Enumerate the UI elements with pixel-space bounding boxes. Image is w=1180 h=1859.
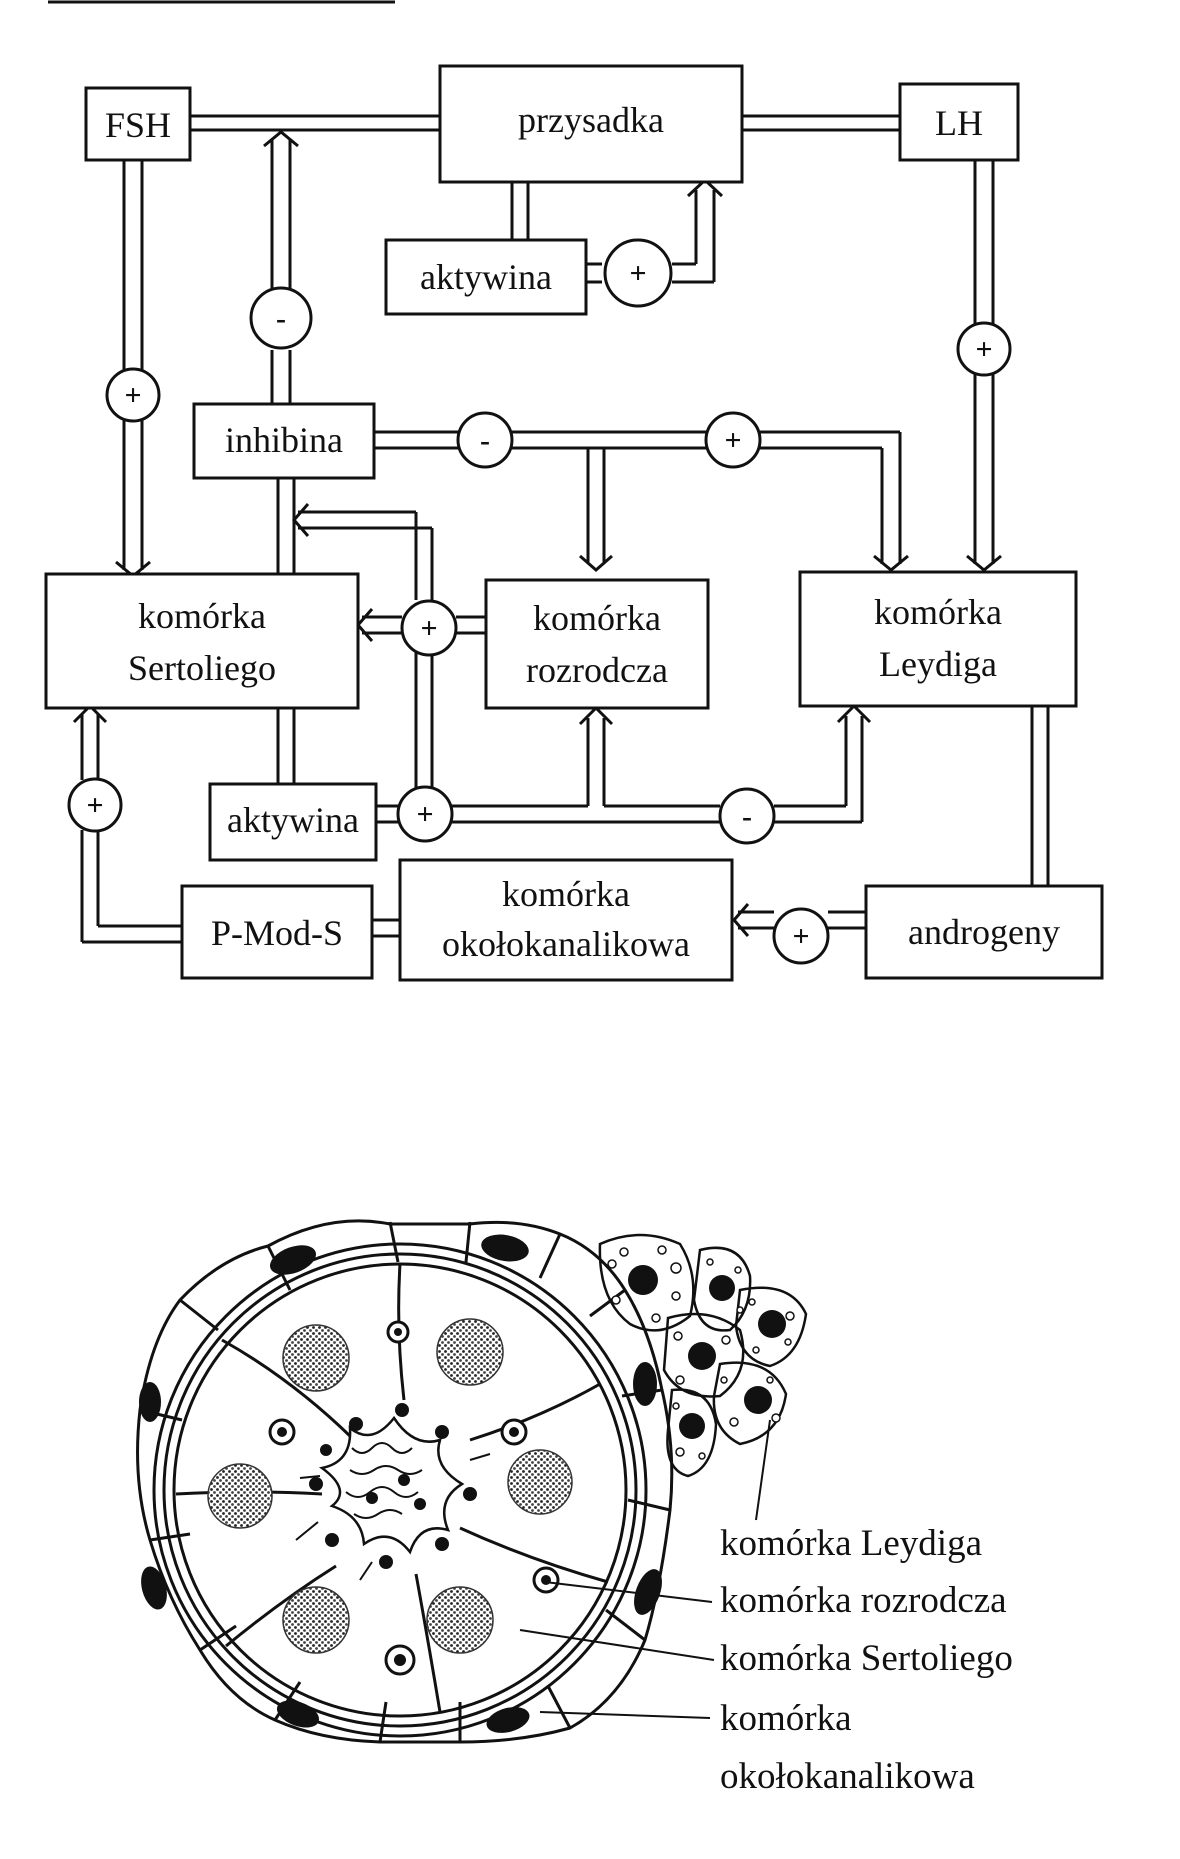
box-aktywina-top-label: aktywina: [420, 257, 552, 297]
leydig-cluster: [598, 1233, 808, 1478]
box-aktywina-bottom: aktywina: [208, 782, 378, 862]
sign-text: +: [792, 920, 809, 953]
box-lh-label: LH: [935, 103, 983, 143]
box-fsh: FSH: [84, 86, 192, 162]
connections: [72, 114, 1050, 944]
sign-text: -: [480, 424, 490, 457]
legend-pointers: [519, 1419, 771, 1719]
box-pmods-label: P-Mod-S: [211, 913, 343, 953]
box-rozrodcza-label-2: rozrodcza: [526, 650, 668, 690]
box-leydig: komórka Leydiga: [798, 570, 1078, 708]
box-fsh-label: FSH: [105, 105, 171, 145]
sign-text: -: [276, 302, 286, 335]
box-sertoli-label-2: Sertoliego: [128, 648, 276, 688]
sign-text: +: [629, 257, 646, 290]
sign-fsh-plus: +: [105, 367, 161, 423]
box-sertoli-label-1: komórka: [138, 596, 266, 636]
sign-text: -: [742, 800, 752, 833]
box-okolokanalikowa-label-2: okołokanalikowa: [442, 924, 690, 964]
box-inhibina-label: inhibina: [225, 420, 343, 460]
sign-leydig-minus: -: [718, 787, 776, 845]
sign-text: +: [416, 798, 433, 831]
legend-leydig: komórka Leydiga: [720, 1523, 982, 1564]
box-aktywina-top: aktywina: [384, 238, 588, 316]
basement-membrane-inner: [162, 1252, 638, 1728]
box-androgeny-label: androgeny: [908, 912, 1060, 952]
sign-rozrodcza-sertoli-plus: +: [400, 599, 458, 657]
sign-inhibina-minus: -: [456, 411, 514, 469]
box-androgeny: androgeny: [864, 884, 1104, 980]
box-inhibina: inhibina: [192, 402, 376, 480]
tubule-illustration: [136, 1219, 808, 1744]
sign-text: +: [420, 612, 437, 645]
box-rozrodcza-label-1: komórka: [533, 598, 661, 638]
sign-text: +: [124, 379, 141, 412]
lumen: [318, 1415, 465, 1555]
box-rozrodcza: komórka rozrodcza: [484, 578, 710, 710]
box-okolokanalikowa: komórka okołokanalikowa: [398, 858, 734, 982]
sign-lh-plus: +: [956, 321, 1012, 377]
legend: komórka Leydiga komórka rozrodcza komórk…: [720, 1523, 1013, 1797]
sertoli-nuclei: [207, 1318, 573, 1654]
legend-okolokanalikowa-1: komórka: [720, 1698, 852, 1739]
spermatid-heads: [309, 1403, 477, 1569]
box-przysadka-label: przysadka: [518, 100, 664, 140]
sign-circles: + - + + - + + + - + +: [67, 238, 1012, 965]
sign-text: +: [86, 789, 103, 822]
sign-pmods-plus: +: [67, 777, 123, 833]
box-leydig-label-1: komórka: [874, 592, 1002, 632]
germ-cells: [268, 1320, 560, 1676]
box-pmods: P-Mod-S: [180, 884, 374, 980]
box-lh: LH: [898, 82, 1020, 162]
box-aktywina-bottom-label: aktywina: [227, 800, 359, 840]
legend-sertoli: komórka Sertoliego: [720, 1638, 1013, 1679]
basement-membrane-outer: [152, 1242, 648, 1738]
box-okolokanalikowa-label-1: komórka: [502, 874, 630, 914]
box-leydig-label-2: Leydiga: [879, 644, 997, 684]
box-przysadka: przysadka: [438, 64, 744, 184]
box-sertoli: komórka Sertoliego: [44, 572, 360, 710]
sign-leydig-plus: +: [704, 411, 762, 469]
legend-okolokanalikowa-2: okołokanalikowa: [720, 1756, 975, 1797]
legend-rozrodcza: komórka rozrodcza: [720, 1580, 1007, 1621]
sign-inhibina-fsh-minus: -: [249, 286, 313, 350]
sign-aktywina-top-plus: +: [603, 238, 673, 308]
sign-androgeny-plus: +: [772, 907, 830, 965]
sign-text: +: [724, 424, 741, 457]
sign-aktywina-bottom-plus: +: [396, 785, 454, 843]
sign-text: +: [975, 333, 992, 366]
